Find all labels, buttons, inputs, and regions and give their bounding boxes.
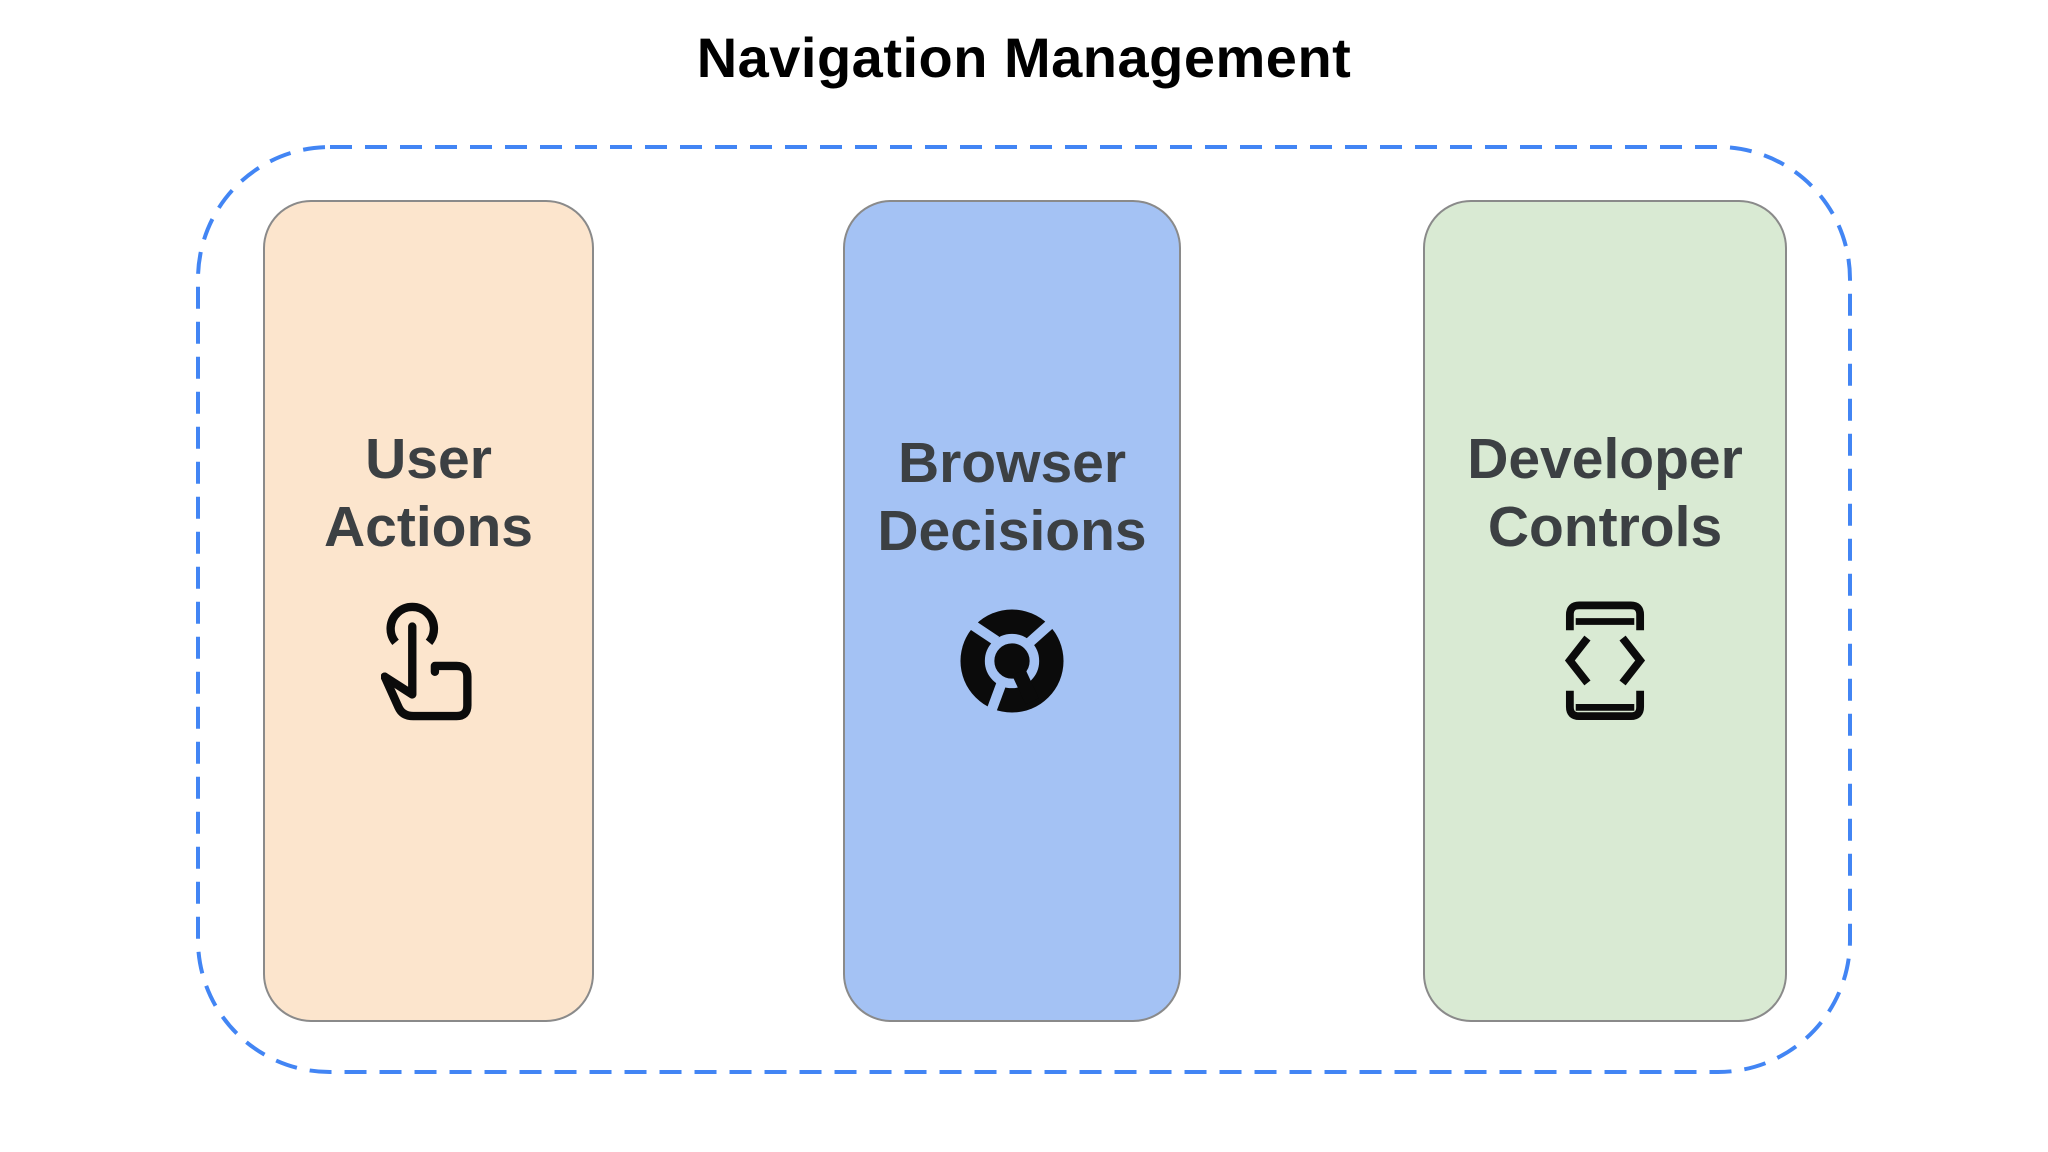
chrome-cut-upper-right bbox=[1025, 612, 1063, 647]
card-label-line: Controls bbox=[1487, 494, 1723, 559]
chrome-gap-ring bbox=[984, 633, 1040, 689]
card-label: Developer Controls bbox=[1467, 425, 1743, 561]
chrome-tail bbox=[1012, 669, 1039, 705]
hand-outline bbox=[380, 661, 472, 721]
card-label: User Actions bbox=[324, 425, 533, 561]
device-top-bezel bbox=[1565, 600, 1645, 630]
code-chevron-right bbox=[1619, 635, 1646, 685]
page-title: Navigation Management bbox=[696, 26, 1352, 89]
chrome-icon bbox=[959, 609, 1064, 715]
tap-ripple-arc bbox=[385, 602, 438, 645]
tap-gesture-icon bbox=[380, 602, 472, 721]
card-label-line: Browser bbox=[897, 431, 1127, 495]
card-browser-decisions: Browser Decisions bbox=[843, 200, 1181, 1022]
card-user-actions: User Actions bbox=[263, 200, 594, 1022]
dashed-container-border bbox=[196, 145, 1852, 1074]
card-label-line: Developer bbox=[1467, 426, 1743, 491]
developer-mode-icon bbox=[1564, 600, 1646, 720]
card-label-line: User bbox=[365, 427, 492, 491]
card-label-line: Actions bbox=[323, 495, 534, 559]
card-label: Browser Decisions bbox=[877, 429, 1146, 565]
dashed-frame-rect bbox=[196, 145, 1852, 1074]
chrome-cut-bottom bbox=[985, 680, 1007, 715]
finger-stroke bbox=[380, 622, 416, 699]
card-developer-controls: Developer Controls bbox=[1423, 200, 1787, 1022]
card-label-line: Decisions bbox=[877, 499, 1147, 563]
chrome-cut-upper-left bbox=[959, 614, 1000, 646]
code-chevron-left bbox=[1564, 635, 1591, 685]
device-bottom-bezel bbox=[1565, 690, 1645, 720]
